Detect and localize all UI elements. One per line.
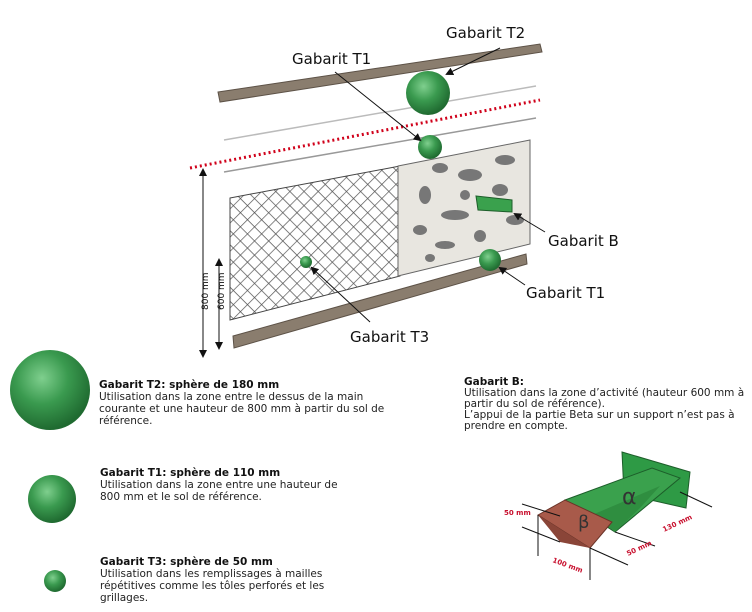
description-t1-text: Utilisation dans la zone entre une haute… xyxy=(100,479,338,503)
sphere-t2-on-railing xyxy=(406,71,450,115)
description-b-text1: Utilisation dans la zone d’activité (hau… xyxy=(464,387,745,410)
perforated-panel xyxy=(397,139,531,277)
dim-800: 800 mm xyxy=(201,272,211,310)
handrail xyxy=(217,43,543,103)
dim-b-130: 130 mm xyxy=(661,513,693,534)
description-t3: Gabarit T3: sphère de 50 mm Utilisation … xyxy=(100,556,345,604)
label-b: Gabarit B xyxy=(548,232,619,250)
description-t1: Gabarit T1: sphère de 110 mm Utilisation… xyxy=(100,467,350,503)
description-b: Gabarit B: Utilisation dans la zone d’ac… xyxy=(464,377,749,432)
label-t2: Gabarit T2 xyxy=(446,24,525,42)
label-t1-bottom: Gabarit T1 xyxy=(526,284,605,302)
description-t2-text: Utilisation dans la zone entre le dessus… xyxy=(99,391,385,427)
gauge-b-detail: α β 50 mm 100 mm 50 mm 130 mm xyxy=(504,451,713,580)
description-b-title: Gabarit B xyxy=(464,376,520,388)
description-t2-title: Gabarit T2 xyxy=(99,379,162,391)
beta-symbol: β xyxy=(578,512,590,533)
label-t3: Gabarit T3 xyxy=(350,328,429,346)
description-t2: Gabarit T2: sphère de 180 mm Utilisation… xyxy=(99,379,399,427)
description-b-text2: L’appui de la partie Beta sur un support… xyxy=(464,409,735,432)
dim-b-50-height: 50 mm xyxy=(504,509,531,517)
description-t1-subtitle: : sphère de 110 mm xyxy=(162,467,281,479)
description-t3-subtitle: : sphère de 50 mm xyxy=(162,556,273,568)
alpha-symbol: α xyxy=(622,485,637,510)
label-t1-top: Gabarit T1 xyxy=(292,50,371,68)
sphere-t1-top xyxy=(418,135,442,159)
description-t1-title: Gabarit T1 xyxy=(100,467,163,479)
bottom-rail xyxy=(232,253,528,349)
sphere-t3-icon xyxy=(44,570,66,592)
description-t3-text: Utilisation dans les remplissages à mail… xyxy=(100,568,325,604)
sphere-t2-icon xyxy=(10,350,90,430)
dim-600: 600 mm xyxy=(217,272,227,310)
description-b-subtitle: : xyxy=(519,376,524,388)
dim-b-100: 100 mm xyxy=(551,556,583,574)
description-t3-title: Gabarit T3 xyxy=(100,556,163,568)
sphere-t1-bottom xyxy=(479,249,501,271)
sphere-t1-icon xyxy=(28,475,76,523)
description-t2-subtitle: : sphère de 180 mm xyxy=(161,379,280,391)
dim-b-50-depth: 50 mm xyxy=(625,539,653,558)
gauge-b-small xyxy=(475,195,513,213)
sphere-t3-on-mesh xyxy=(300,256,312,268)
